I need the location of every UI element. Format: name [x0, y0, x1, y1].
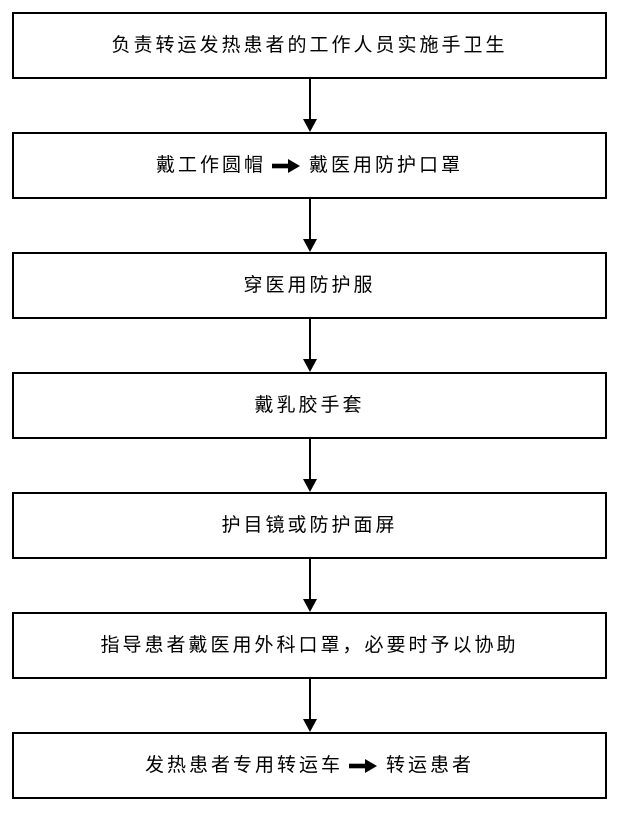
flow-step-6: 指导患者戴医用外科口罩，必要时予以协助 — [12, 612, 607, 679]
flow-step-5: 护目镜或防护面屏 — [12, 492, 607, 559]
flow-step-3: 穿医用防护服 — [12, 252, 607, 319]
flow-connector-6 — [302, 679, 318, 732]
flow-step-7-label-right: 转运患者 — [386, 755, 475, 776]
flow-step-5-label: 护目镜或防护面屏 — [221, 515, 398, 536]
flow-step-7: 发热患者专用转运车 转运患者 — [12, 732, 607, 799]
flow-connector-2 — [302, 199, 318, 252]
down-arrow-icon — [302, 319, 317, 372]
down-arrow-icon — [302, 439, 317, 492]
flow-step-2: 戴工作圆帽 戴医用防护口罩 — [12, 132, 607, 199]
flow-connector-1 — [302, 79, 318, 132]
flow-step-6-label: 指导患者戴医用外科口罩，必要时予以协助 — [100, 635, 519, 656]
flow-step-2-label-left: 戴工作圆帽 — [155, 155, 266, 176]
flow-step-3-label: 穿医用防护服 — [243, 275, 376, 296]
down-arrow-icon — [302, 559, 317, 612]
flowchart: 负责转运发热患者的工作人员实施手卫生 戴工作圆帽 戴医用防护口罩 穿医用防护服 — [12, 12, 607, 799]
flow-step-1: 负责转运发热患者的工作人员实施手卫生 — [12, 12, 607, 79]
flow-step-1-label: 负责转运发热患者的工作人员实施手卫生 — [111, 35, 508, 56]
flow-step-4: 戴乳胶手套 — [12, 372, 607, 439]
right-arrow-icon — [272, 158, 300, 173]
flow-connector-3 — [302, 319, 318, 372]
right-arrow-icon — [349, 758, 377, 773]
down-arrow-icon — [302, 79, 317, 132]
down-arrow-icon — [302, 679, 317, 732]
flow-connector-5 — [302, 559, 318, 612]
flow-step-4-label: 戴乳胶手套 — [254, 395, 365, 416]
flow-step-7-label-left: 发热患者专用转运车 — [144, 755, 343, 776]
down-arrow-icon — [302, 199, 317, 252]
flow-connector-4 — [302, 439, 318, 492]
flow-step-2-label-right: 戴医用防护口罩 — [309, 155, 464, 176]
